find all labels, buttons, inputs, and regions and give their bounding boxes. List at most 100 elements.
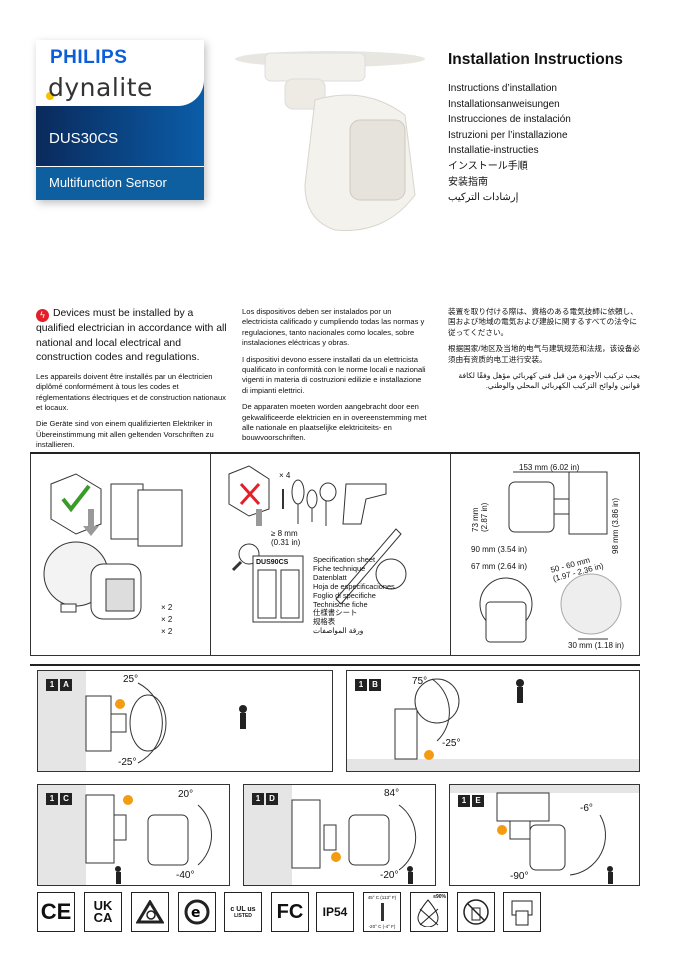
sensor-tilt-diagram: [496, 792, 613, 884]
min-angle: -25°: [442, 738, 461, 749]
warning-it: I dispositivi devono essere installati d…: [242, 354, 426, 395]
dynalite-logo: dynalite: [48, 73, 153, 102]
no-icon: [239, 482, 261, 506]
caulk-gun-icon: [335, 528, 402, 605]
warning-nl: De apparaten moeten worden aangebracht d…: [242, 402, 427, 443]
person-icon: [115, 866, 121, 872]
thermometer-icon: [380, 903, 384, 921]
divider: [30, 452, 640, 454]
drill-size: ≥ 8 mm(0.31 in): [271, 529, 301, 547]
rcm-mark-icon: [131, 892, 169, 932]
electric-hazard-icon: ϟ: [36, 309, 49, 322]
warning-column-3: 装置を取り付ける際は、資格のある電気技師に依頼し、国および地域の電気および建設に…: [448, 307, 640, 398]
philips-logo: PHILIPS: [50, 47, 128, 68]
page-title: Installation Instructions: [448, 51, 623, 68]
brand-logo-block: PHILIPS dynalite DUS30CS Multifunction S…: [36, 40, 204, 200]
title-es: Instrucciones de instalación: [448, 114, 571, 126]
person-icon: [407, 866, 413, 872]
warning-icon: [123, 795, 133, 805]
accessory-quantities: × 2 × 2 × 2: [161, 603, 173, 636]
package-contents-illustration: [43, 473, 183, 620]
tools-panel: × 4 ≥ 8 mm(0.31 in) DUS90CS Specificatio…: [210, 454, 451, 656]
logo-area: PHILIPS dynalite: [36, 40, 204, 106]
dimension-drawings: [479, 471, 622, 643]
title-de: Installationsanweisungen: [448, 98, 560, 110]
warning-ar: يجب تركيب الأجهزة من قبل فني كهربائي مؤه…: [458, 371, 640, 391]
warning-de: Die Geräte sind von einem qualifizierten…: [36, 419, 214, 450]
min-angle: -90°: [510, 871, 529, 882]
dynalite-dot-icon: [46, 92, 54, 100]
dim-width: 153 mm (6.02 in): [519, 463, 580, 472]
product-subtitle: Multifunction Sensor: [36, 167, 204, 200]
min-angle: -40°: [176, 870, 195, 881]
warning-fr: Les appareils doivent être installés par…: [36, 371, 226, 412]
title-it: Istruzioni per l’installazione: [448, 129, 568, 141]
china-rohs-icon: e: [178, 892, 216, 932]
warning-icon: [331, 852, 341, 862]
dim-hole-spacing: 30 mm (1.18 in): [568, 641, 625, 650]
temperature-range: 45° C (113° F)-20° C (-4° F): [363, 892, 401, 932]
title-ar: إرشادات التركيب: [448, 192, 519, 204]
no-spray-cleaner-icon: [457, 892, 495, 932]
person-icon: [516, 679, 524, 687]
check-icon: [61, 484, 91, 513]
svg-text:e: e: [191, 905, 201, 921]
fcc-mark: FC: [271, 892, 309, 932]
doc-model: DUS90CS: [256, 559, 289, 566]
humidity-icon: ≤90%: [410, 892, 448, 932]
max-angle: -6°: [580, 803, 593, 814]
warning-ja: 装置を取り付ける際は、資格のある電気技師に依頼し、国および地域の電気および建設に…: [448, 307, 638, 337]
max-angle: 75°: [412, 676, 428, 687]
max-angle: 25°: [123, 674, 139, 685]
title-nl: Installatie-instructies: [448, 145, 539, 157]
package-contents-panel: × 2 × 2 × 2: [30, 454, 211, 656]
sensor-tilt-diagram: [394, 678, 524, 760]
min-angle: -25°: [118, 757, 137, 768]
title-ja: インストール手順: [448, 160, 528, 172]
dim-depth: 73 mm(2.87 in): [471, 502, 489, 532]
wipe-with-cloth-icon: [503, 892, 541, 932]
warning-icon: [497, 825, 507, 835]
warning-icon: [424, 750, 434, 760]
dimensions-panel: 153 mm (6.02 in) 73 mm(2.87 in) 98 mm (3…: [450, 454, 640, 656]
max-angle: 84°: [384, 788, 400, 799]
tools-illustration: [228, 465, 407, 623]
product-image: [235, 51, 425, 232]
sensor-tilt-diagram: [85, 794, 212, 884]
warning-zh: 根据国家/地区及当地的电气与建筑规范和法规，该设备必须由有资质的电工进行安装。: [448, 344, 640, 364]
min-angle: -20°: [380, 870, 399, 881]
warning-column-2: Los dispositivos deben ser instalados po…: [242, 307, 427, 450]
person-icon: [607, 866, 613, 872]
drill-icon: [342, 483, 387, 525]
dim-height: 98 mm (3.86 in): [611, 497, 620, 554]
title-zh: 安装指南: [448, 176, 488, 188]
max-angle: 20°: [178, 789, 194, 800]
title-translations: Instructions d’installation Installation…: [448, 81, 571, 206]
screw-quantity: × 4: [279, 471, 291, 480]
warning-en: Devices must be installed by a qualified…: [36, 308, 227, 364]
sensor-tilt-diagram: [85, 682, 247, 764]
ip-rating: IP54: [316, 892, 354, 932]
divider: [30, 664, 640, 666]
warning-es: Los dispositivos deben ser instalados po…: [242, 307, 425, 348]
ce-mark: CE: [37, 892, 75, 932]
sensor-tilt-diagram: [291, 799, 417, 884]
dim-outer-diameter: 90 mm (3.54 in): [471, 545, 528, 554]
title-fr: Instructions d’installation: [448, 83, 557, 94]
dim-inner-diameter: 67 mm (2.64 in): [471, 562, 528, 571]
warning-icon: [115, 699, 125, 709]
